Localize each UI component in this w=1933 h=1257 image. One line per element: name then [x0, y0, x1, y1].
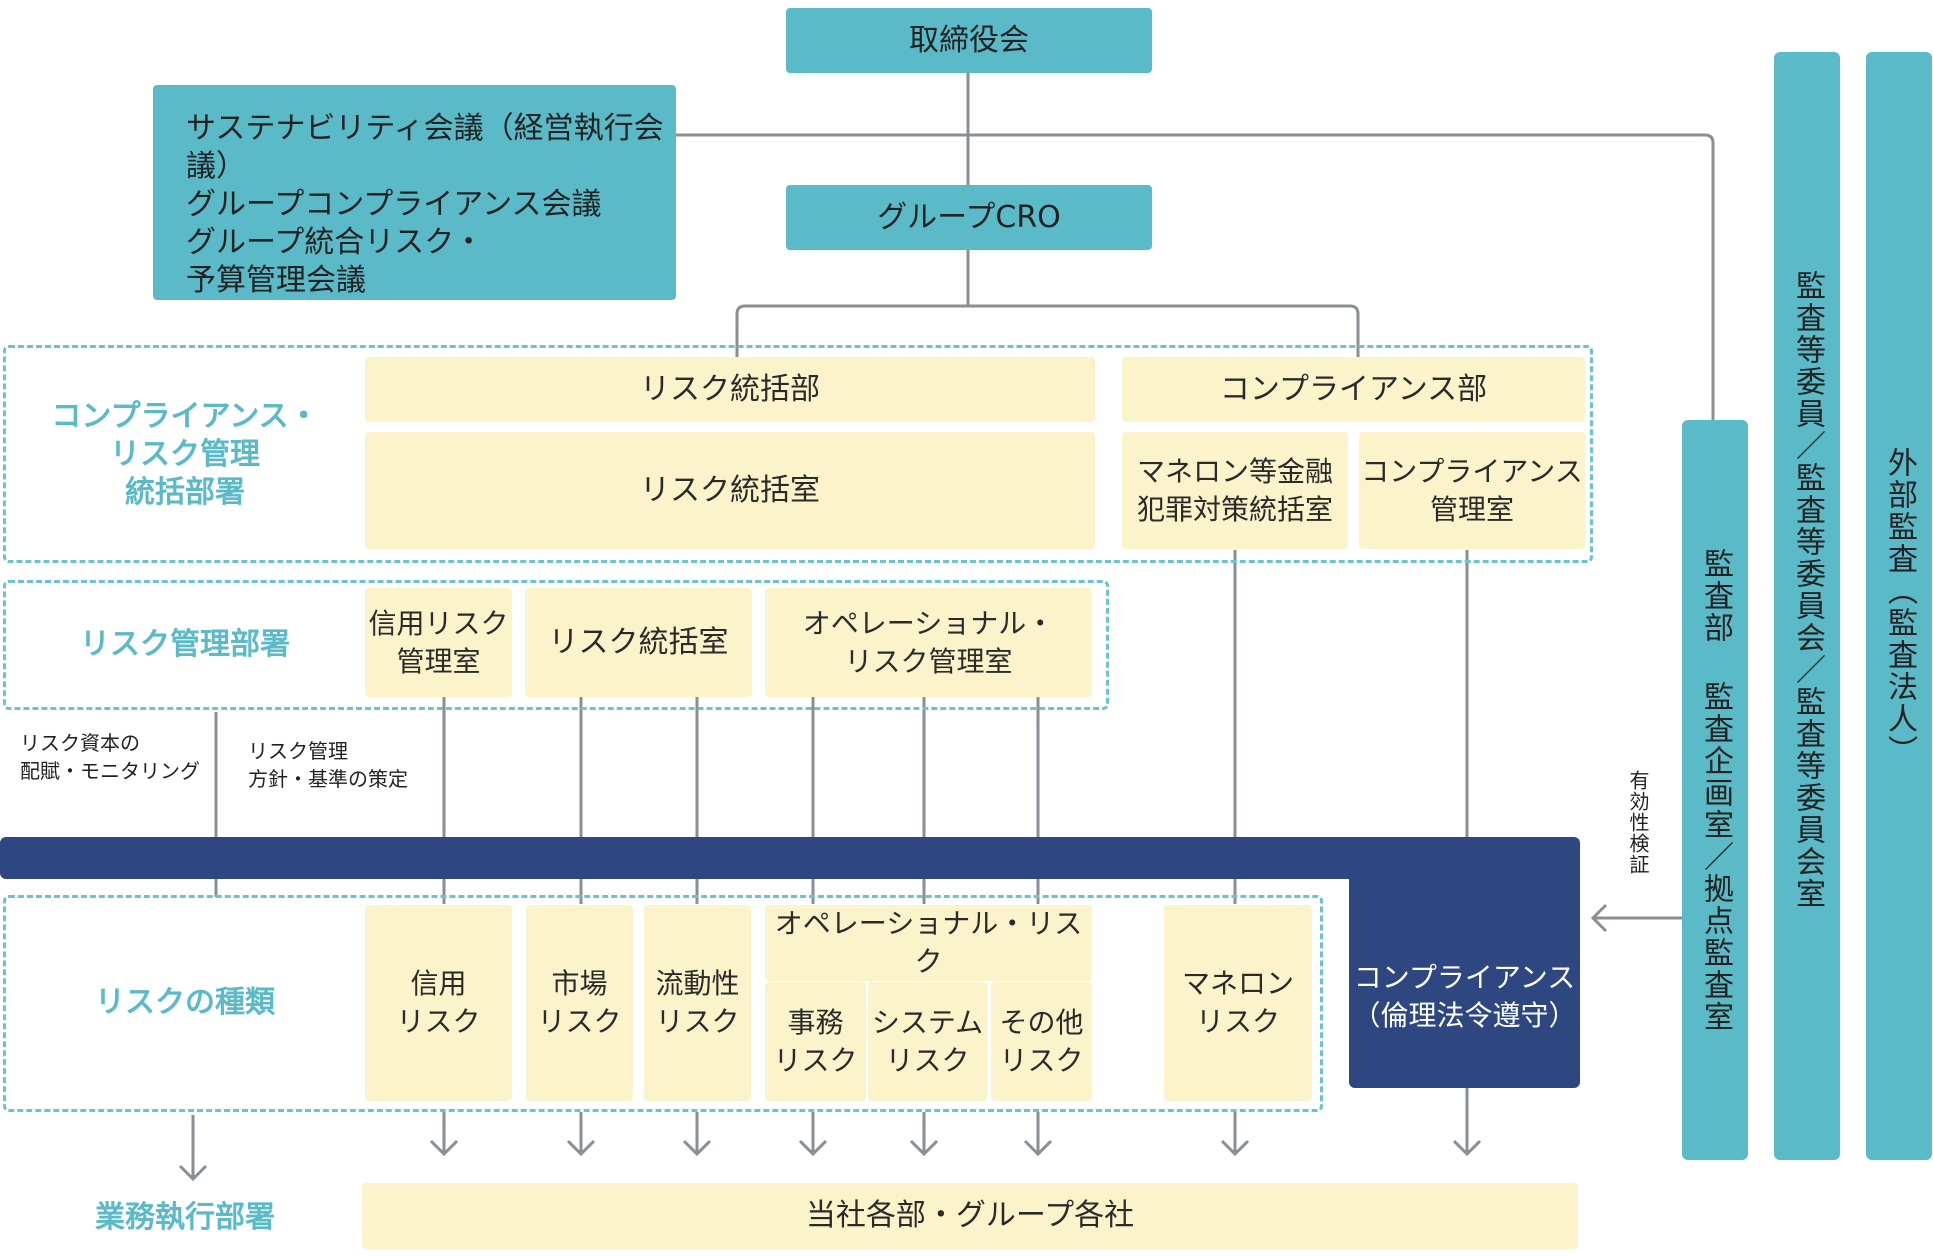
audit-committee-label: 監査等委員／監査等委員会／監査等委員会室 — [1790, 270, 1825, 910]
liquidity-risk-box: 流動性 リスク — [644, 905, 751, 1101]
cro-box: グループCRO — [786, 185, 1152, 250]
internal-audit-box: 監査部 監査企画室／拠点監査室 — [1682, 420, 1748, 1160]
committees-box: サステナビリティ会議（経営執行会議） グループコンプライアンス会議 グループ統合… — [153, 85, 676, 300]
credit-risk-box: 信用 リスク — [365, 905, 512, 1101]
external-audit-label: 外部監査（監査法人） — [1882, 447, 1917, 767]
operational-risk-box: オペレーショナル・リスク — [765, 905, 1092, 981]
external-audit-box: 外部監査（監査法人） — [1866, 52, 1932, 1160]
compliance-office-box: コンプライアンス 管理室 — [1359, 432, 1585, 549]
op-office-box: オペレーショナル・ リスク管理室 — [765, 588, 1092, 697]
admin-risk-box: 事務 リスク — [765, 982, 866, 1101]
section-label-compliance-risk: コンプライアンス・ リスク管理 統括部署 — [51, 399, 319, 510]
audit-committee-box: 監査等委員／監査等委員会／監査等委員会室 — [1774, 52, 1840, 1160]
compliance-risk-section — [3, 345, 1593, 563]
note-validation: 有効性検証 — [1626, 770, 1650, 875]
risk-types-section — [3, 895, 1323, 1112]
compliance-risk-box: コンプライアンス （倫理法令遵守） — [1349, 845, 1580, 1088]
system-risk-box: システム リスク — [868, 982, 987, 1101]
risk-office-top-box: リスク統括室 — [365, 432, 1095, 549]
bottom-box: 当社各部・グループ各社 — [362, 1183, 1578, 1249]
section-label-risk-types: リスクの種類 — [95, 984, 275, 1020]
risk-office-mid-box: リスク統括室 — [525, 588, 752, 697]
note-capital: リスク資本の 配賦・モニタリング — [20, 731, 200, 783]
compliance-dept-box: コンプライアンス部 — [1122, 357, 1585, 422]
risk-dept-box: リスク統括部 — [365, 357, 1095, 422]
risk-mgmt-section — [3, 580, 1109, 710]
note-policy: リスク管理 方針・基準の策定 — [248, 739, 408, 791]
other-risk-box: その他 リスク — [991, 982, 1092, 1101]
section-label-risk-mgmt: リスク管理部署 — [80, 626, 290, 662]
market-risk-box: 市場 リスク — [526, 905, 633, 1101]
internal-audit-label: 監査部 監査企画室／拠点監査室 — [1698, 547, 1733, 1033]
section-label-business: 業務執行部署 — [95, 1199, 275, 1235]
integration-bar — [0, 837, 1580, 879]
aml-office-box: マネロン等金融 犯罪対策統括室 — [1122, 432, 1348, 549]
aml-risk-box: マネロン リスク — [1164, 905, 1312, 1101]
board-box: 取締役会 — [786, 8, 1152, 73]
credit-office-box: 信用リスク 管理室 — [365, 588, 512, 697]
